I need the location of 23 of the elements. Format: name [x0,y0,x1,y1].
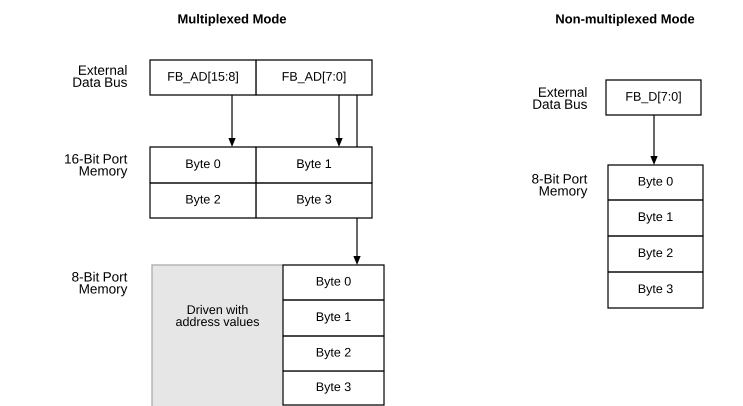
memory-cell: Byte 0 [282,264,385,301]
row-label: 8-Bit Port Memory [532,174,588,198]
memory-cell: Byte 2 [607,235,704,273]
memory-cell: Byte 0 [149,146,257,184]
memory-cell: Byte 3 [255,182,373,219]
memory-cell: FB_AD[7:0] [255,59,373,96]
row-label: External Data Bus [73,65,127,87]
panel-heading: Non-multiplexed Mode [556,14,694,26]
row-label: External Data Bus [533,87,587,109]
memory-cell: Byte 0 [607,164,704,201]
memory-cell: Byte 2 [149,182,257,219]
memory-cell: Byte 3 [282,370,385,406]
memory-cell: Byte 2 [282,335,385,372]
memory-cell: FB_D[7:0] [605,79,702,116]
memory-cell: Byte 1 [255,146,373,184]
shaded-area: Driven with address values [151,264,283,406]
memory-cell: Byte 1 [282,299,385,337]
panel-heading: Multiplexed Mode [178,14,286,26]
row-label: 8-Bit Port Memory [72,272,128,296]
row-label: 16-Bit Port Memory [65,154,128,178]
memory-cell: FB_AD[15:8] [149,59,257,96]
memory-cell: Byte 1 [607,199,704,237]
memory-cell: Byte 3 [607,271,704,309]
